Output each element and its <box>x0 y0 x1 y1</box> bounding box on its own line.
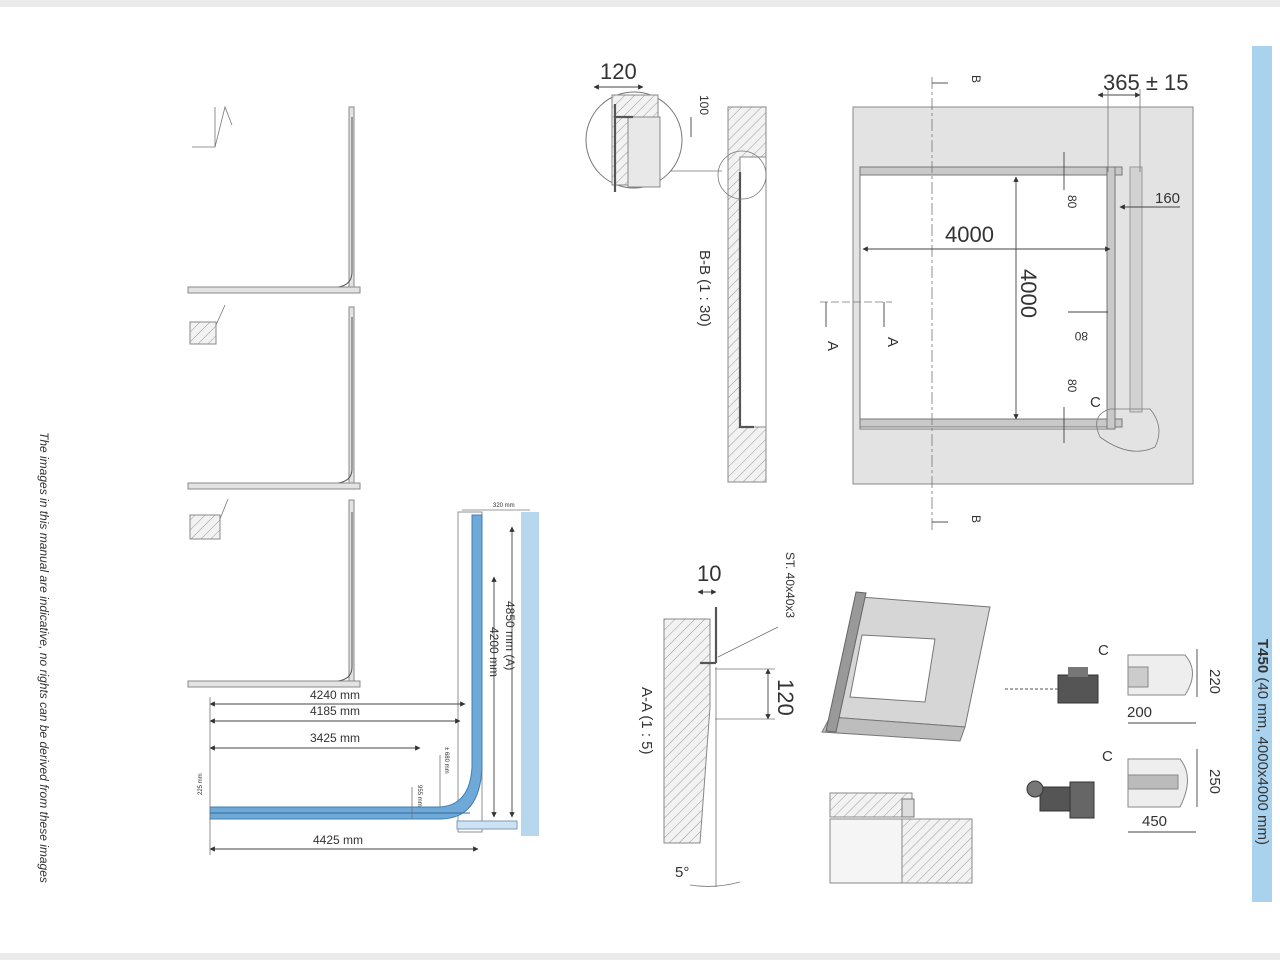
dim-aa-10: 10 <box>697 561 721 586</box>
marker-b-bottom: B <box>969 515 983 523</box>
dim-250: 250 <box>1206 769 1223 794</box>
section-bb-label: B-B (1 : 30) <box>696 250 713 327</box>
section-bb: B-B (1 : 30) 120 100 <box>585 59 767 483</box>
dim-bb-120: 120 <box>600 59 637 84</box>
side-profile-views: 225 mm 4240 mm 4185 mm 3425 mm 4425 mm 4… <box>187 105 539 855</box>
profile-dimensions: 4240 mm 4185 mm 3425 mm 4425 mm 4850 mm … <box>209 503 530 855</box>
dim-220: 220 <box>1206 669 1223 694</box>
dim-200: 200 <box>1127 704 1152 721</box>
section-aa-label: A-A (1 : 5) <box>638 687 655 755</box>
detail-c-views: C 220 200 C 250 450 <box>1005 642 1223 833</box>
dim-bb-100: 100 <box>697 95 711 115</box>
dim-80-bottom: 80 <box>1065 379 1079 393</box>
dim-4200: 4200 mm <box>487 627 501 677</box>
dim-955: 955 mm <box>416 785 422 807</box>
detail-c-marker: C <box>1090 394 1101 411</box>
dim-3425: 3425 mm <box>310 731 360 745</box>
marker-a-left: A <box>824 341 841 351</box>
page-title: T450 (40 mm, 4000x4000 mm) <box>1254 639 1271 845</box>
manual-page: T450 (40 mm, 4000x4000 mm) The images in… <box>0 7 1280 953</box>
dim-680: ± 680 mm <box>443 747 449 774</box>
dim-4240: 4240 mm <box>310 688 360 702</box>
disclaimer-text: The images in this manual are indicative… <box>37 432 51 883</box>
main-profile-blue: 225 mm <box>198 511 539 836</box>
pit-3d-view <box>821 591 991 884</box>
dim-365: 365 ± 15 <box>1103 70 1188 95</box>
dim-aa-120: 120 <box>773 679 798 716</box>
dim-4185: 4185 mm <box>310 704 360 718</box>
dim-4425: 4425 mm <box>313 833 363 847</box>
dim-80-mid: 80 <box>1074 329 1088 343</box>
dim-450: 450 <box>1142 813 1167 830</box>
profile-view-1 <box>187 105 361 294</box>
technical-drawing: T450 (40 mm, 4000x4000 mm) The images in… <box>37 46 1272 902</box>
detail-c-bottom-label: C <box>1102 748 1113 765</box>
angle-5: 5° <box>675 864 689 881</box>
dim-320: 320 mm <box>493 503 515 509</box>
dim-160: 160 <box>1155 190 1180 207</box>
dim-225: 225 mm <box>198 773 204 795</box>
profile-view-3 <box>187 498 361 688</box>
marker-b-top: B <box>969 75 983 83</box>
profile-view-2 <box>187 304 361 490</box>
dim-height-4000: 4000 <box>1016 269 1041 318</box>
marker-a-right: A <box>884 337 901 347</box>
detail-c-top-label: C <box>1098 642 1109 659</box>
dim-80-top: 80 <box>1065 195 1079 209</box>
title-sidebar: T450 (40 mm, 4000x4000 mm) <box>1252 46 1272 902</box>
profile-label: ST. 40x40x3 <box>783 552 797 618</box>
dim-4850: 4850 mm (A) <box>503 601 517 670</box>
front-view: C B B A A 4000 4000 80 80 80 365 ± 15 16… <box>820 70 1194 532</box>
section-aa: 10 120 A-A (1 : 5) ST. 40x40x3 5° <box>638 552 798 887</box>
dim-width-4000: 4000 <box>945 222 994 247</box>
